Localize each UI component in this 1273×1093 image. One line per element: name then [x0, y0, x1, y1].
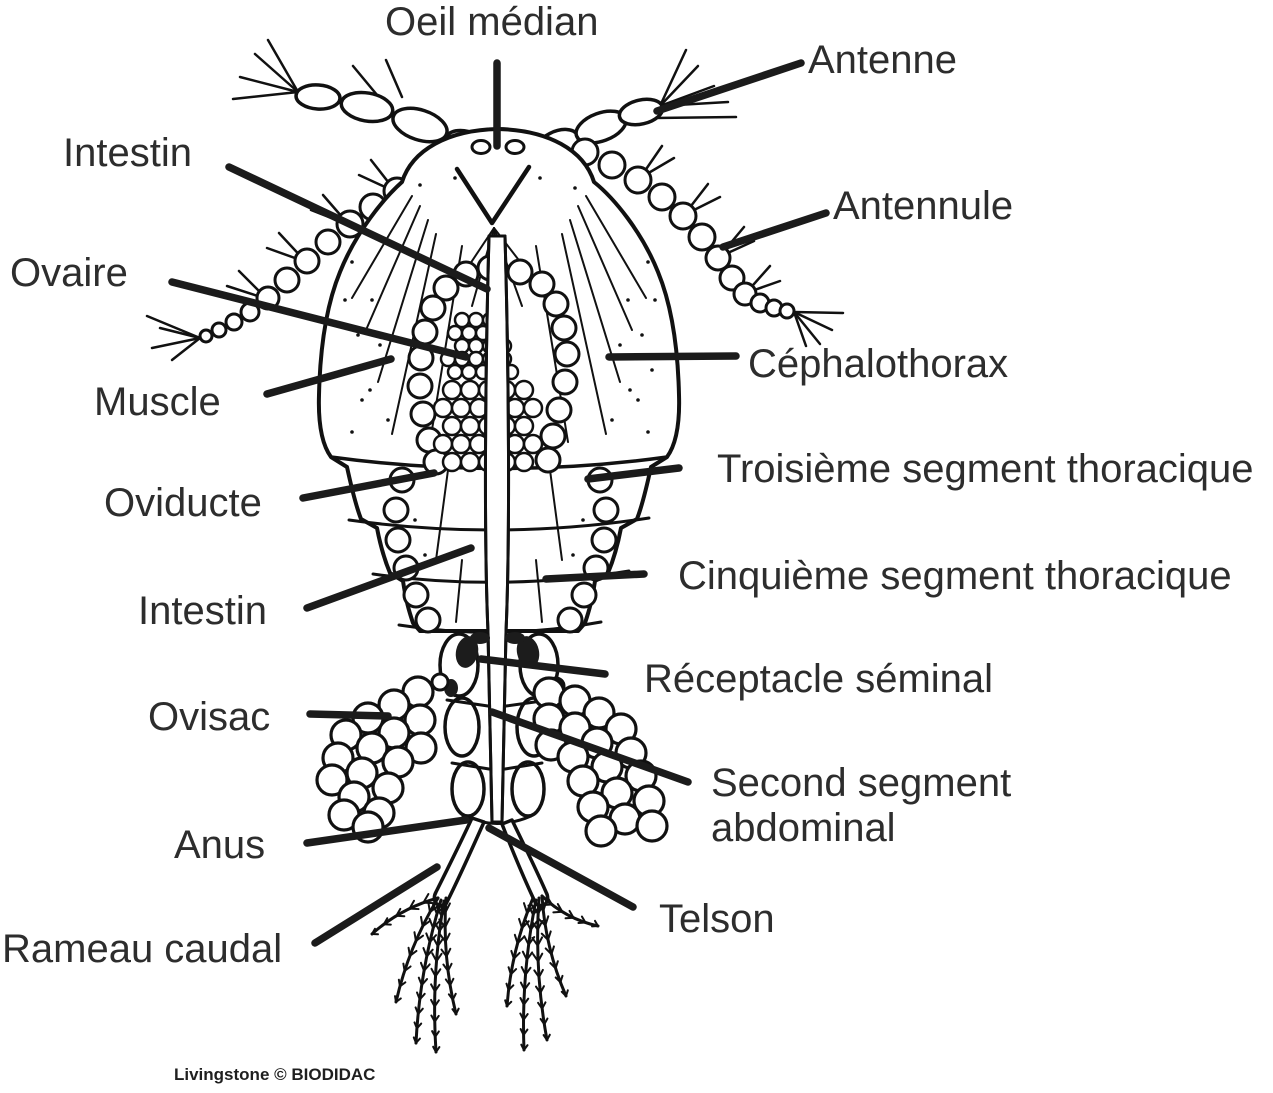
leader-telson [485, 824, 637, 911]
label-intestin-lower: Intestin [138, 589, 267, 633]
leader-muscle [263, 355, 395, 398]
label-second-segment-line1: Second segment [711, 761, 1012, 805]
label-antenne: Antenne [808, 38, 958, 82]
label-anus: Anus [174, 823, 266, 867]
leader-anus [303, 816, 470, 847]
label-ovaire: Ovaire [10, 251, 128, 295]
leader-antennule [719, 209, 830, 251]
label-muscle: Muscle [94, 380, 221, 424]
label-second-segment: Second segment abdominal [711, 761, 1011, 851]
leader-second-segment [488, 708, 692, 786]
leader-cinquieme-segment [542, 570, 648, 583]
leader-intestin-lower [303, 544, 475, 612]
leader-ovaire [168, 278, 470, 361]
label-intestin-upper: Intestin [63, 131, 192, 175]
label-oviducte: Oviducte [104, 481, 262, 525]
label-telson: Telson [659, 897, 775, 941]
label-receptacle-seminal: Réceptacle séminal [644, 657, 994, 701]
label-second-segment-line2: abdominal [711, 805, 896, 850]
leader-troisieme-segment [584, 464, 683, 483]
label-rameau-caudal: Rameau caudal [2, 927, 283, 971]
leader-lines [168, 59, 830, 947]
leader-ovisac [306, 710, 392, 720]
label-cinquieme-segment: Cinquième segment thoracique [678, 554, 1232, 598]
label-antennule: Antennule [833, 184, 1014, 228]
label-troisieme-segment: Troisième segment thoracique [717, 447, 1254, 491]
leader-antenne [653, 59, 805, 115]
credit-text: Livingstone © BIODIDAC [174, 1065, 376, 1084]
leader-cephalothorax [605, 352, 740, 361]
leader-rameau-caudal [311, 863, 441, 947]
leader-receptacle-seminal [477, 655, 609, 678]
label-ovisac: Ovisac [148, 695, 271, 739]
leader-oviducte [299, 469, 438, 502]
label-oeil-median: Oeil médian [385, 0, 599, 44]
leader-intestin-upper [225, 163, 491, 293]
label-cephalothorax: Céphalothorax [748, 342, 1009, 386]
